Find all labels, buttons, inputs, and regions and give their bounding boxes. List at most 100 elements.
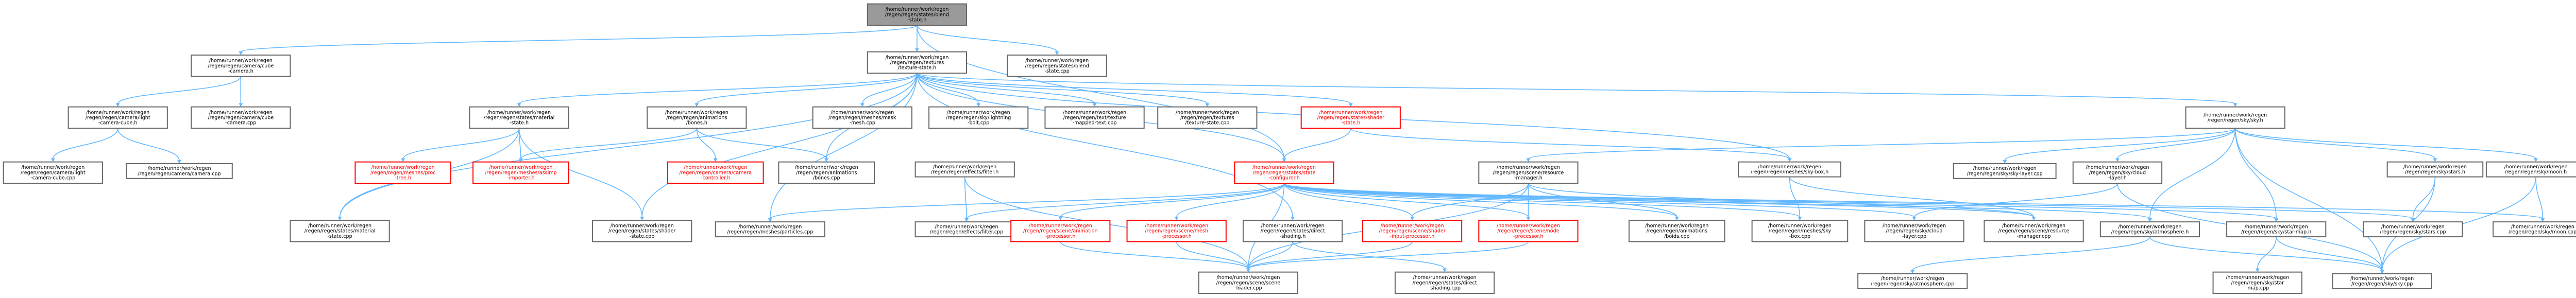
file-node[interactable]: /home/runner/work/regen/regen/regen/stat…	[1242, 219, 1343, 242]
file-node-box	[647, 106, 747, 129]
file-node-label: -camera.cpp	[225, 120, 256, 126]
file-node[interactable]: /home/runner/work/regen/regen/regen/came…	[191, 106, 291, 129]
file-node-label: /regen/regen/meshes/mask	[828, 115, 896, 120]
include-edge	[917, 73, 2236, 104]
file-node-label: /regen/regen/textures	[890, 60, 944, 65]
edge-arrowhead	[1798, 216, 1802, 220]
file-node[interactable]: /home/runner/work/regen/regen/regen/stat…	[1007, 54, 1107, 77]
file-node[interactable]: /home/runner/work/regen/regen/regen/stat…	[1394, 271, 1495, 294]
file-node[interactable]: /home/runner/work/regen/regen/regen/sky/…	[2332, 273, 2432, 289]
file-node[interactable]: /home/runner/work/regen/regen/regen/came…	[667, 161, 764, 184]
file-node-label: /regen/regen/scene/node	[1497, 229, 1560, 234]
file-node[interactable]: /home/runner/work/regen/regen/regen/sky/…	[2185, 106, 2285, 129]
file-node[interactable]: /home/runner/work/regen/regen/regen/sky/…	[2363, 221, 2463, 238]
file-node[interactable]: /home/runner/work/regen/regen/regen/sky/…	[2493, 221, 2576, 238]
file-node-label: /home/runner/work/regen	[1381, 223, 1444, 229]
file-node[interactable]: /home/runner/work/regen/regen/regen/scen…	[1984, 219, 2084, 242]
file-node[interactable]: /home/runner/work/regen/regen/regen/stat…	[469, 106, 569, 129]
edge-arrowhead	[2433, 158, 2437, 162]
file-node[interactable]: /home/runner/work/regen/regen/regen/mesh…	[354, 161, 452, 184]
file-node[interactable]: /home/runner/work/regen/regen/regen/scen…	[1126, 219, 1227, 242]
file-node[interactable]: /home/runner/work/regen/regen/regen/text…	[1044, 106, 1145, 129]
file-node[interactable]: /home/runner/work/regen/regen/regen/effe…	[914, 221, 1019, 238]
file-node[interactable]: /home/runner/work/regen/regen/regen/mesh…	[472, 161, 569, 184]
file-node[interactable]: /home/runner/work/regen/regen/regen/sky/…	[2072, 161, 2163, 184]
file-node[interactable]: /home/runner/work/regen/regen/regen/anim…	[647, 106, 747, 129]
file-node-label: /regen/regen/sky/sky-layer.cpp	[1967, 171, 2043, 177]
file-node-label: -manager.h	[1514, 176, 1543, 181]
file-node[interactable]: /home/runner/work/regen/regen/regen/sky/…	[2212, 271, 2302, 294]
file-node[interactable]: /home/runner/work/regen/regen/regen/stat…	[592, 219, 692, 242]
include-edge	[52, 128, 118, 159]
file-node[interactable]: /home/runner/work/regen/regen/regen/stat…	[867, 3, 967, 26]
include-edge	[2234, 128, 2536, 160]
file-node[interactable]: /home/runner/work/regen/regen/regen/stat…	[290, 219, 390, 242]
file-node[interactable]: /home/runner/work/regen/regen/regen/came…	[3, 161, 103, 184]
include-edge	[1248, 241, 1293, 269]
file-node[interactable]: /home/runner/work/regen/regen/regen/scen…	[1362, 219, 1463, 242]
file-node-label: /regen/regen/sky/atmosphere.cpp	[1871, 281, 1954, 287]
file-node[interactable]: /home/runner/work/regen/regen/regen/came…	[191, 54, 291, 77]
file-node[interactable]: /home/runner/work/regen/regen/regen/sky/…	[1953, 163, 2057, 179]
edge-arrowhead	[2233, 103, 2238, 107]
file-node-label: /home/runner/work/regen	[795, 165, 858, 170]
file-node-label: /home/runner/work/regen	[2245, 224, 2308, 230]
file-node-label: /home/runner/work/regen	[2511, 224, 2574, 230]
file-node[interactable]: /home/runner/work/regen/regen/regen/sky/…	[1864, 219, 1964, 242]
file-node[interactable]: /home/runner/work/regen/regen/regen/anim…	[1629, 219, 1725, 242]
file-node[interactable]: /home/runner/work/regen/regen/regen/scen…	[1198, 271, 1298, 294]
file-node-label: /home/runner/work/regen	[487, 110, 551, 115]
file-node-label: /home/runner/work/regen	[1497, 223, 1560, 229]
file-node-label: /boids.cpp	[1664, 234, 1689, 239]
file-node-box	[715, 221, 825, 238]
file-node[interactable]: /home/runner/work/regen/regen/regen/mesh…	[715, 221, 825, 238]
file-node-label: /regen/regen/states/shader	[608, 229, 676, 234]
file-node-label: /home/runner/work/regen	[86, 110, 149, 115]
file-node-box	[1044, 106, 1145, 129]
file-node-box	[1751, 219, 1849, 242]
file-node[interactable]: /home/runner/work/regen/regen/regen/stat…	[1300, 106, 1401, 129]
file-node[interactable]: /home/runner/work/regen/regen/regen/mesh…	[812, 106, 912, 129]
file-node[interactable]: /home/runner/work/regen/regen/regen/scen…	[1478, 219, 1579, 242]
file-node-box	[1010, 219, 1111, 242]
file-node[interactable]: /home/runner/work/regen/regen/regen/sky/…	[2226, 221, 2327, 238]
file-node[interactable]: /home/runner/work/regen/regen/regen/came…	[126, 163, 233, 179]
file-node[interactable]: /home/runner/work/regen/regen/regen/sky/…	[2386, 161, 2484, 178]
file-node-box	[1478, 161, 1579, 184]
file-node-label: -state.h	[510, 120, 529, 126]
include-edge	[770, 73, 918, 219]
file-node[interactable]: /home/runner/work/regen/regen/regen/anim…	[778, 161, 875, 184]
file-node[interactable]: /home/runner/work/regen/regen/regen/effe…	[914, 161, 1015, 178]
file-node-label: /home/runner/work/regen	[2086, 165, 2149, 170]
file-node[interactable]: /home/runner/work/regen/regen/regen/sky/…	[2099, 221, 2200, 238]
file-node[interactable]: /home/runner/work/regen/regen/regen/sky/…	[928, 106, 1029, 129]
edge-arrowhead	[1910, 270, 1915, 274]
file-node[interactable]: /home/runner/work/regen/regen/regen/mesh…	[1738, 161, 1842, 178]
file-node[interactable]: /home/runner/work/regen/regen/regen/came…	[67, 106, 168, 129]
file-node-label: /home/runner/work/regen	[489, 165, 552, 170]
file-node[interactable]: /home/runner/work/regen/regen/regen/mesh…	[1751, 219, 1849, 242]
edge-arrowhead	[177, 160, 182, 164]
edge-arrowhead	[2147, 218, 2152, 222]
file-node-label: /regen/regen/camera/camera	[679, 170, 752, 176]
include-edge	[117, 76, 242, 104]
file-node[interactable]: /home/runner/work/regen/regen/regen/text…	[1157, 106, 1258, 129]
file-node[interactable]: /home/runner/work/regen/regen/regen/scen…	[1478, 161, 1579, 184]
edge-arrowhead	[401, 158, 405, 162]
file-node-label: /regen/regen/scene/animation	[1023, 229, 1098, 234]
file-node-box	[2185, 106, 2285, 129]
file-node-label: /home/runner/work/regen	[1252, 165, 1316, 170]
file-node-label: -state.h	[907, 17, 926, 23]
file-node[interactable]: /home/runner/work/regen/regen/regen/text…	[867, 51, 967, 74]
file-node-label: -tree.h	[395, 176, 411, 181]
file-node-label: /regen/regen/scene/mesh	[1145, 229, 1208, 234]
file-node-box	[1394, 271, 1495, 294]
file-node-label: /home/runner/work/regen	[2350, 276, 2414, 282]
file-node[interactable]: /home/runner/work/regen/regen/regen/stat…	[1234, 161, 1334, 184]
file-node[interactable]: /home/runner/work/regen/regen/regen/sky/…	[1857, 273, 1968, 289]
file-node[interactable]: /home/runner/work/regen/regen/regen/scen…	[1010, 219, 1111, 242]
file-node[interactable]: /home/runner/work/regen/regen/regen/sky/…	[2485, 161, 2576, 178]
file-node-box	[126, 163, 233, 179]
file-node-label: -importer.h	[507, 176, 534, 181]
